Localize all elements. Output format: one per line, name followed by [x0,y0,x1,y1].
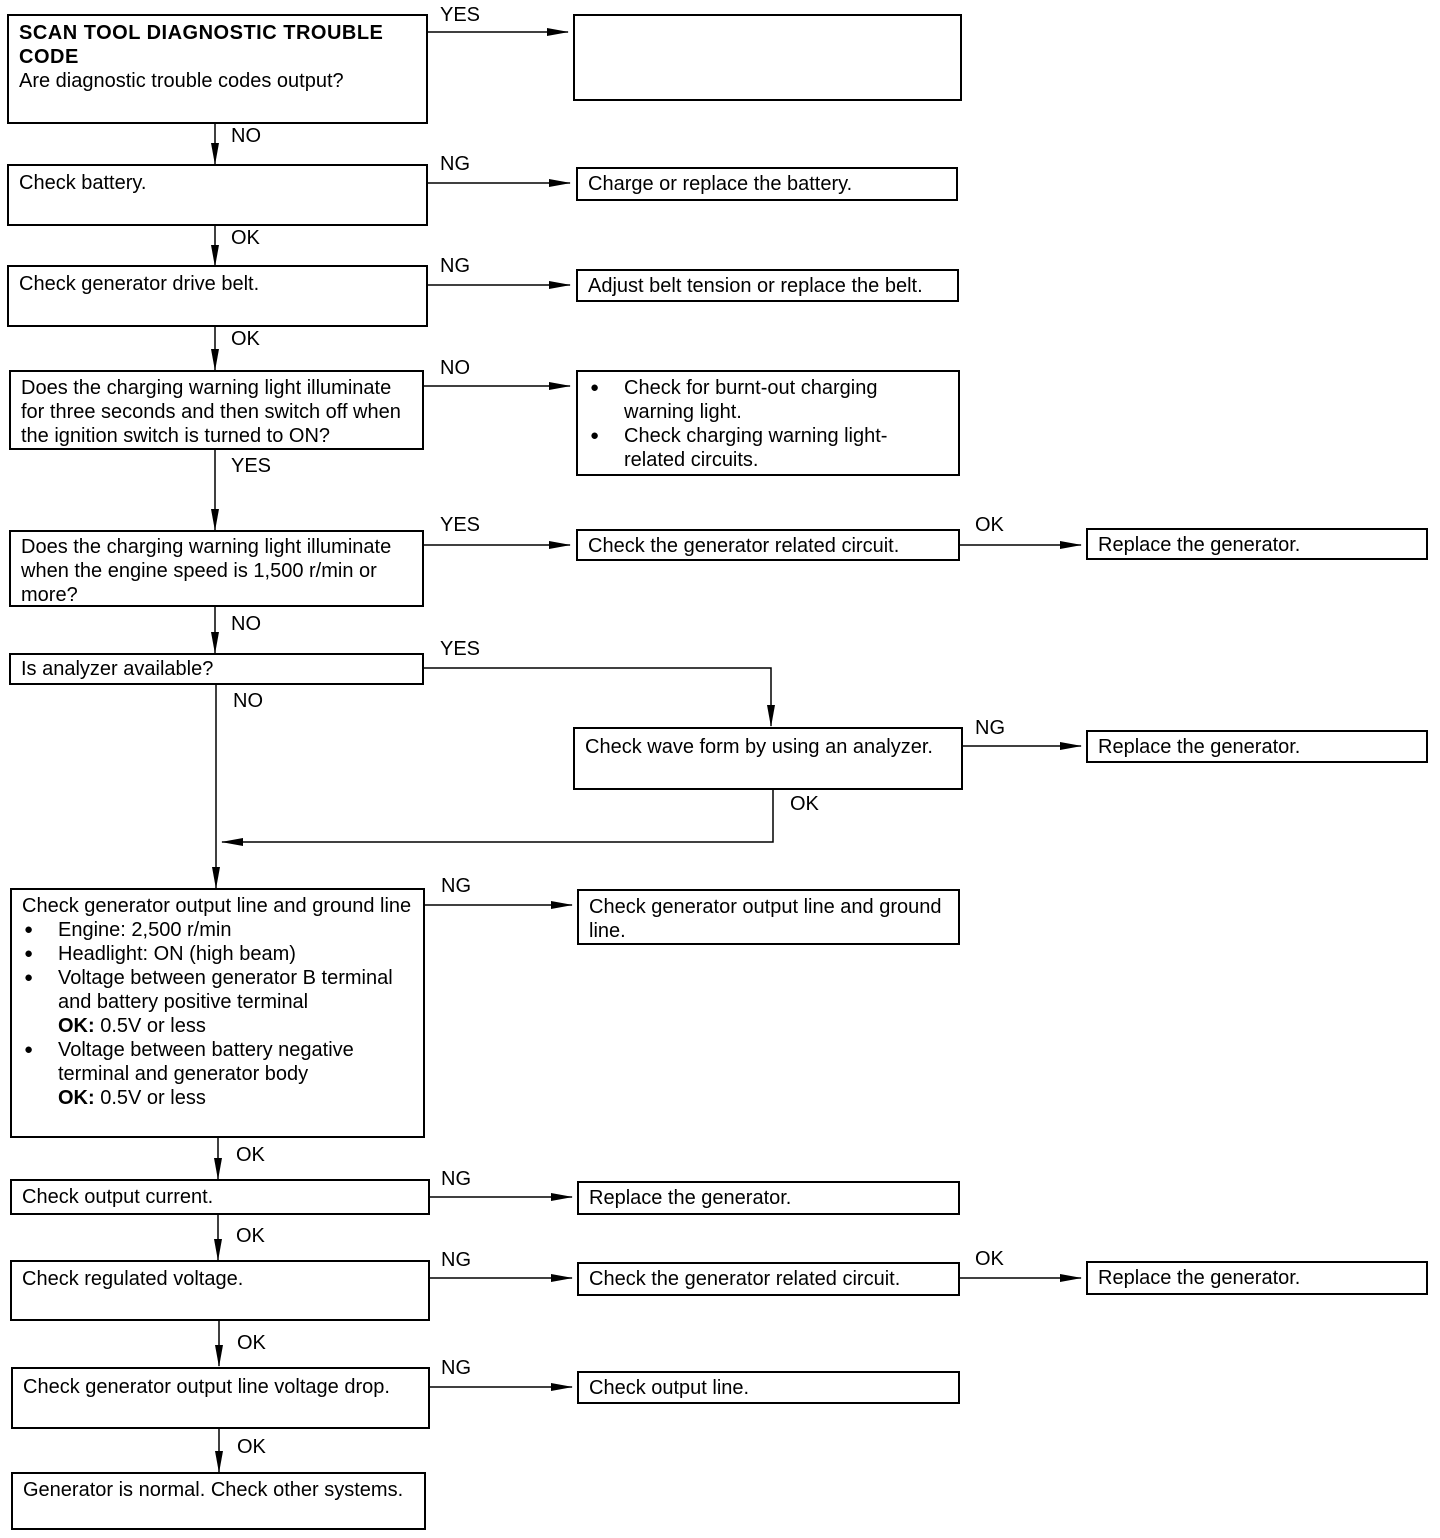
scan-tool-title: SCAN TOOL DIAGNOSTIC TROUBLE CODE [19,22,384,68]
label-yes: YES [440,4,481,26]
label-ng: NG [441,1168,471,1190]
replace-generator-box: Replace the generator. [1086,1261,1428,1295]
label-no: NO [233,690,263,712]
label-yes: YES [440,638,481,660]
check-output-line-text: Check output line. [589,1377,750,1399]
output-line-conditions: Engine: 2,500 r/min Headlight: ON (high … [22,918,413,1110]
condition-text: Voltage between generator B terminal and… [58,967,393,1013]
label-yes: YES [440,514,481,536]
replace-generator-text: Replace the generator. [589,1187,792,1209]
label-ng: NG [440,153,470,175]
check-battery-text: Check battery. [19,172,147,194]
label-no: NO [231,125,261,147]
check-output-line-box: Check output line. [577,1371,960,1404]
check-related-circuit-text: Check the generator related circuit. [589,1268,901,1290]
replace-generator-text: Replace the generator. [1098,736,1301,758]
light-checks-list: Check for burnt-out charging warning lig… [588,376,948,472]
check-output-line-box: Check generator output line and ground l… [10,888,425,1138]
replace-generator-box: Replace the generator. [577,1181,960,1215]
light-check-item: Check charging warning light-related cir… [588,424,948,472]
replace-generator-text: Replace the generator. [1098,534,1301,556]
light-checks-box: Check for burnt-out charging warning lig… [576,370,960,476]
scan-tool-question: Are diagnostic trouble codes output? [19,70,344,92]
check-related-circuit-box: Check the generator related circuit. [577,1262,960,1296]
light-check-item: Check for burnt-out charging warning lig… [588,376,948,424]
question-analyzer-text: Is analyzer available? [21,658,214,680]
condition-ok-spec: OK: 0.5V or less [58,1086,413,1110]
scan-tool-box: SCAN TOOL DIAGNOSTIC TROUBLE CODE Are di… [7,14,428,124]
check-voltage-drop-text: Check generator output line voltage drop… [23,1376,390,1398]
label-ok: OK [975,514,1004,536]
condition-text: Voltage between battery negative termina… [58,1039,354,1085]
label-ng: NG [441,1249,471,1271]
charge-battery-text: Charge or replace the battery. [588,173,853,195]
adjust-belt-text: Adjust belt tension or replace the belt. [588,275,923,297]
check-output-current-box: Check output current. [10,1179,430,1215]
ok-value: 0.5V or less [100,1087,206,1109]
condition-ok-spec: OK: 0.5V or less [58,1014,413,1038]
condition-item: Headlight: ON (high beam) [22,942,413,966]
label-ok: OK [237,1436,266,1458]
label-ok: OK [790,793,819,815]
check-regulated-voltage-text: Check regulated voltage. [22,1268,244,1290]
check-related-circuit-box: Check the generator related circuit. [576,529,960,561]
check-output-line-ground-text: Check generator output line and ground l… [589,896,942,942]
generator-normal-box: Generator is normal. Check other systems… [11,1472,426,1530]
generator-normal-text: Generator is normal. Check other systems… [23,1479,404,1501]
condition-text: Engine: 2,500 r/min [58,919,232,941]
ok-value: 0.5V or less [100,1015,206,1037]
check-belt-box: Check generator drive belt. [7,265,428,327]
check-voltage-drop-box: Check generator output line voltage drop… [11,1367,430,1429]
check-battery-box: Check battery. [7,164,428,226]
replace-generator-box: Replace the generator. [1086,730,1428,763]
check-waveform-box: Check wave form by using an analyzer. [573,727,963,790]
check-related-circuit-text: Check the generator related circuit. [588,535,900,557]
label-ok: OK [236,1144,265,1166]
ok-prefix: OK: [58,1015,95,1037]
condition-item: Engine: 2,500 r/min [22,918,413,942]
label-no: NO [231,613,261,635]
condition-item: Voltage between battery negative termina… [22,1038,413,1110]
ok-prefix: OK: [58,1087,95,1109]
label-ng: NG [441,1357,471,1379]
check-output-current-text: Check output current. [22,1186,214,1208]
label-ng: NG [441,875,471,897]
label-ok: OK [237,1332,266,1354]
check-output-line-ground-box: Check generator output line and ground l… [577,889,960,945]
replace-generator-box: Replace the generator. [1086,528,1428,560]
condition-item: Voltage between generator B terminal and… [22,966,413,1038]
label-ok: OK [236,1225,265,1247]
condition-text: Headlight: ON (high beam) [58,943,296,965]
label-ok: OK [231,227,260,249]
question-light-1500-box: Does the charging warning light illumina… [9,530,424,607]
replace-generator-text: Replace the generator. [1098,1267,1301,1289]
label-ok: OK [975,1248,1004,1270]
arrow-waveform-ok [221,790,774,846]
check-waveform-text: Check wave form by using an analyzer. [585,736,933,758]
question-light-1500-text: Does the charging warning light illumina… [21,536,392,606]
question-analyzer-box: Is analyzer available? [9,653,424,685]
check-regulated-voltage-box: Check regulated voltage. [10,1260,430,1321]
label-ng: NG [440,255,470,277]
label-ok: OK [231,328,260,350]
label-no: NO [440,357,470,379]
arrow-analyzer-yes [424,667,775,727]
check-belt-text: Check generator drive belt. [19,273,260,295]
label-ng: NG [975,717,1005,739]
charge-battery-box: Charge or replace the battery. [576,167,958,201]
check-output-line-title: Check generator output line and ground l… [22,895,412,917]
scan-tool-result-box [573,14,962,101]
adjust-belt-box: Adjust belt tension or replace the belt. [576,269,959,302]
label-yes: YES [231,455,272,477]
question-light-three-seconds-text: Does the charging warning light illumina… [21,377,401,447]
question-light-three-seconds-box: Does the charging warning light illumina… [9,370,424,450]
